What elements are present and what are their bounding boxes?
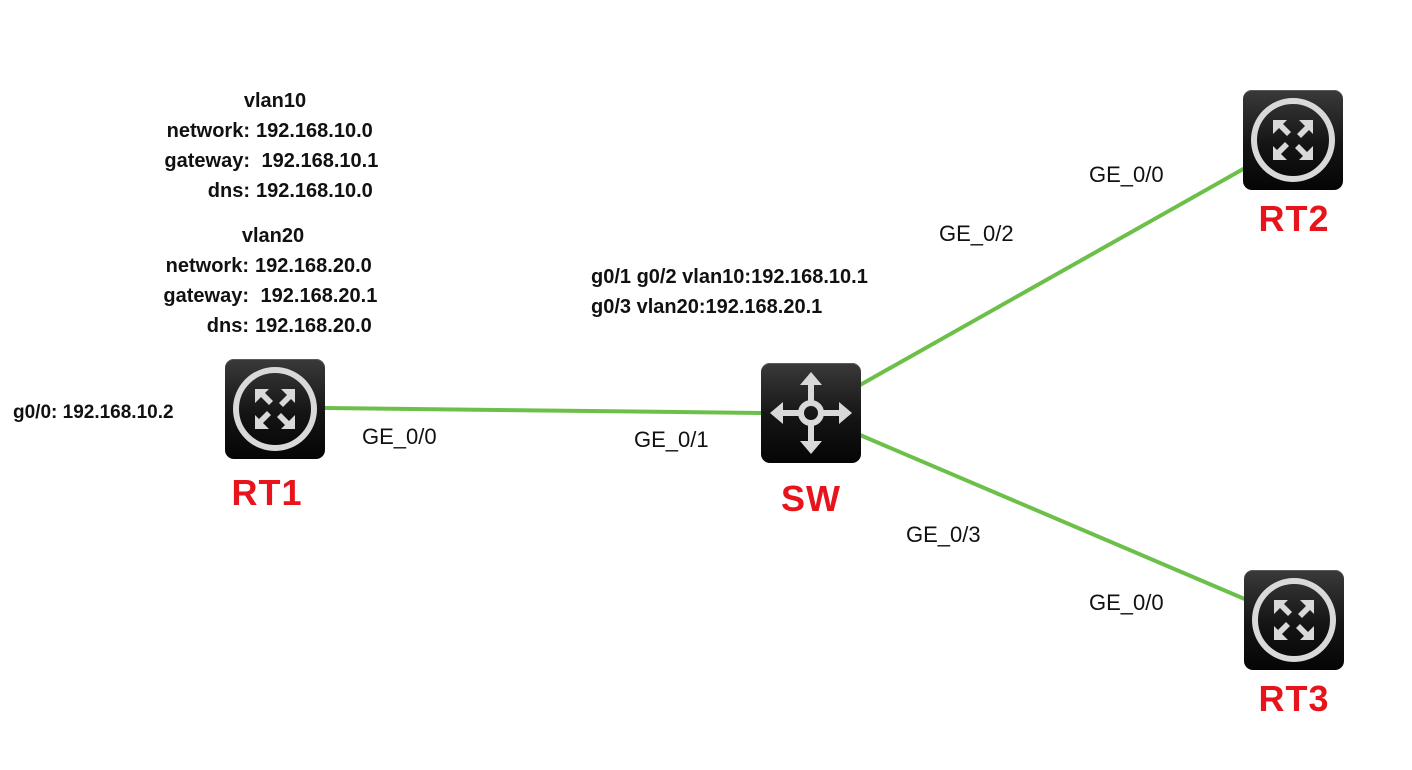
port-label-rt2-ge00: GE_0/0 bbox=[1089, 162, 1164, 187]
rt1-address: g0/0: 192.168.10.2 bbox=[13, 402, 174, 423]
vlan20-dns-key: dns: bbox=[206, 315, 249, 337]
sw-device[interactable] bbox=[761, 363, 861, 463]
link-sw-rt3 bbox=[859, 433, 1248, 602]
vlan10-info: vlan10 network: 192.168.10.0 gateway: 19… bbox=[140, 86, 410, 206]
port-label-rt1-ge00: GE_0/0 bbox=[362, 424, 437, 449]
rt1-device[interactable] bbox=[225, 359, 325, 459]
rt1-label: RT1 bbox=[231, 472, 303, 513]
vlan20-gateway-row: gateway: 192.168.20.1 bbox=[138, 281, 408, 311]
vlan10-dns-row: dns: 192.168.10.0 bbox=[140, 176, 410, 206]
port-label-rt3-ge00: GE_0/0 bbox=[1089, 590, 1164, 615]
link-sw-rt2 bbox=[859, 166, 1246, 387]
vlan10-dns-key: dns: bbox=[207, 180, 250, 202]
switch-icon bbox=[770, 372, 852, 454]
port-label-sw-ge03: GE_0/3 bbox=[906, 522, 981, 547]
rt3-device[interactable] bbox=[1244, 570, 1344, 670]
vlan10-network-key: network: bbox=[166, 120, 250, 142]
vlan20-info: vlan20 network: 192.168.20.0 gateway: 19… bbox=[138, 221, 408, 341]
port-label-sw-ge02: GE_0/2 bbox=[939, 221, 1014, 246]
vlan20-dns-row: dns: 192.168.20.0 bbox=[138, 311, 408, 341]
port-label-sw-ge01: GE_0/1 bbox=[634, 427, 709, 452]
vlan10-gateway-row: gateway: 192.168.10.1 bbox=[140, 146, 410, 176]
vlan10-gateway-key: gateway: bbox=[164, 150, 250, 172]
vlan10-gateway-value: 192.168.10.1 bbox=[256, 150, 379, 172]
vlan20-network-row: network: 192.168.20.0 bbox=[138, 251, 408, 281]
router-icon bbox=[233, 367, 317, 451]
link-rt1-sw bbox=[324, 406, 763, 415]
vlan10-network-row: network: 192.168.10.0 bbox=[140, 116, 410, 146]
rt3-label: RT3 bbox=[1258, 678, 1330, 719]
vlan10-dns-value: 192.168.10.0 bbox=[256, 180, 373, 202]
router-icon bbox=[1252, 578, 1336, 662]
vlan20-dns-value: 192.168.20.0 bbox=[255, 315, 372, 337]
vlan20-network-value: 192.168.20.0 bbox=[255, 255, 372, 277]
sw-config-line1: g0/1 g0/2 vlan10:192.168.10.1 bbox=[591, 266, 868, 288]
router-icon bbox=[1251, 98, 1335, 182]
vlan20-gateway-key: gateway: bbox=[163, 285, 249, 307]
rt2-label: RT2 bbox=[1258, 198, 1330, 239]
rt2-device[interactable] bbox=[1243, 90, 1343, 190]
vlan20-network-key: network: bbox=[165, 255, 249, 277]
vlan20-title: vlan20 bbox=[241, 225, 305, 247]
vlan10-title: vlan10 bbox=[243, 90, 307, 112]
sw-config-line2: g0/3 vlan20:192.168.20.1 bbox=[591, 296, 823, 318]
sw-label: SW bbox=[781, 478, 841, 519]
vlan10-network-value: 192.168.10.0 bbox=[256, 120, 373, 142]
vlan20-gateway-value: 192.168.20.1 bbox=[255, 285, 378, 307]
